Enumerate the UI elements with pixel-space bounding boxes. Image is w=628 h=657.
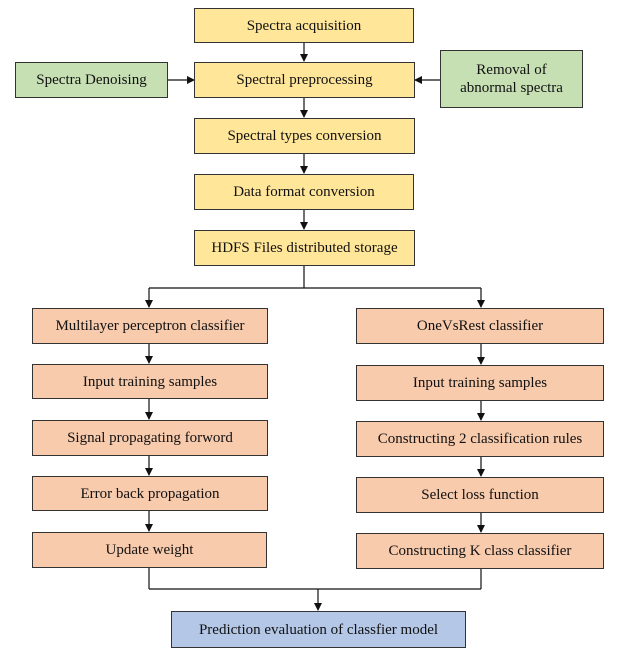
right-step-3-box: Constructing 2 classification rules xyxy=(356,421,604,457)
spectral-types-conversion-label: Spectral types conversion xyxy=(227,128,382,144)
right-step-1-label: OneVsRest classifier xyxy=(416,318,544,334)
hdfs-storage-box: HDFS Files distributed storage xyxy=(194,230,415,266)
data-format-conversion-box: Data format conversion xyxy=(194,174,414,210)
right-step-5-label: Constructing K class classifier xyxy=(388,543,572,559)
spectra-denoising-box: Spectra Denoising xyxy=(15,62,168,98)
spectral-preprocessing-box: Spectral preprocessing xyxy=(194,62,415,98)
right-step-2-box: Input training samples xyxy=(356,365,604,401)
removal-label-line1: Removal of xyxy=(476,62,547,78)
prediction-evaluation-label: Prediction evaluation of classfier model xyxy=(198,621,439,638)
spectra-denoising-label: Spectra Denoising xyxy=(36,72,147,88)
right-step-5-box: Constructing K class classifier xyxy=(356,533,604,569)
spectral-preprocessing-label: Spectral preprocessing xyxy=(236,72,373,88)
left-step-5-box: Update weight xyxy=(32,532,267,568)
removal-abnormal-spectra-box: Removal of abnormal spectra xyxy=(440,50,583,108)
prediction-evaluation-box: Prediction evaluation of classfier model xyxy=(171,611,466,648)
spectral-types-conversion-box: Spectral types conversion xyxy=(194,118,415,154)
left-step-1-box: Multilayer perceptron classifier xyxy=(32,308,268,344)
left-step-5-label: Update weight xyxy=(105,542,194,558)
left-step-2-box: Input training samples xyxy=(32,364,268,399)
left-step-3-label: Signal propagating forword xyxy=(67,430,233,446)
right-step-3-label: Constructing 2 classification rules xyxy=(377,431,583,447)
spectra-acquisition-label: Spectra acquisition xyxy=(246,17,362,34)
removal-label-line2: abnormal spectra xyxy=(460,80,563,96)
left-step-2-label: Input training samples xyxy=(82,373,218,390)
left-step-4-box: Error back propagation xyxy=(32,476,268,511)
right-step-4-box: Select loss function xyxy=(356,477,604,513)
left-step-1-label: Multilayer perceptron classifier xyxy=(55,318,245,334)
left-step-3-box: Signal propagating forword xyxy=(32,420,268,456)
spectra-acquisition-box: Spectra acquisition xyxy=(194,8,414,43)
data-format-conversion-label: Data format conversion xyxy=(233,184,375,200)
right-step-2-label: Input training samples xyxy=(412,375,548,391)
hdfs-storage-label: HDFS Files distributed storage xyxy=(211,240,398,256)
right-step-1-box: OneVsRest classifier xyxy=(356,308,604,344)
left-step-4-label: Error back propagation xyxy=(80,485,220,502)
right-step-4-label: Select loss function xyxy=(421,487,539,503)
